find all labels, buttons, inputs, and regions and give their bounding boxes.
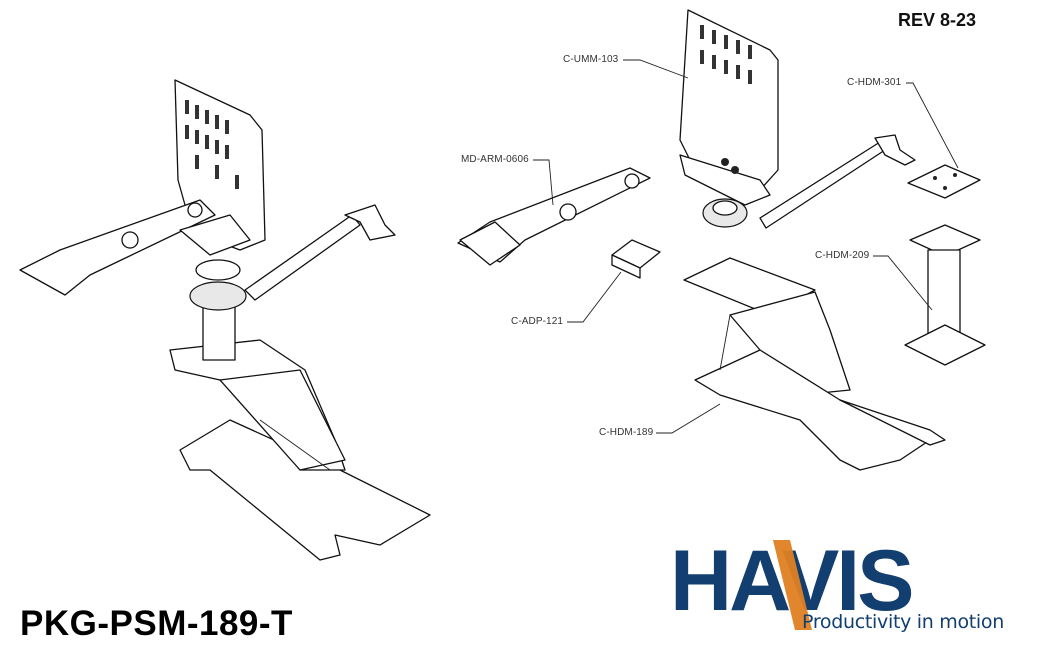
umm-bracket-illustration <box>679 9 779 206</box>
callout-c-hdm-189: C-HDM-189 <box>599 427 654 438</box>
leader-umm <box>623 59 689 79</box>
brand-tagline: Productivity in motion <box>802 611 1004 633</box>
leader-hdm301 <box>906 82 959 169</box>
callout-md-arm-0606: MD-ARM-0606 <box>461 154 529 165</box>
base-189-illustration <box>683 257 946 471</box>
pedestal-209-illustration <box>904 224 986 366</box>
leader-hdm189 <box>656 403 721 434</box>
havis-logo: HAVIS <box>670 538 914 630</box>
adapter-illustration <box>611 239 661 279</box>
swivel-and-tube-illustration <box>702 134 916 229</box>
callout-c-hdm-301: C-HDM-301 <box>847 77 902 88</box>
package-id-title: PKG-PSM-189-T <box>20 604 293 643</box>
callout-c-umm-103: C-UMM-103 <box>563 54 619 65</box>
arm-illustration <box>457 167 651 266</box>
assembled-mount-illustration <box>19 79 431 561</box>
leader-arm <box>533 159 554 206</box>
leader-hdm209 <box>873 255 933 311</box>
leader-adp <box>567 271 622 323</box>
plate-301-illustration <box>907 164 981 199</box>
callout-c-hdm-209: C-HDM-209 <box>815 250 870 261</box>
callout-c-adp-121: C-ADP-121 <box>511 316 564 327</box>
revision-label: REV 8-23 <box>898 10 977 30</box>
